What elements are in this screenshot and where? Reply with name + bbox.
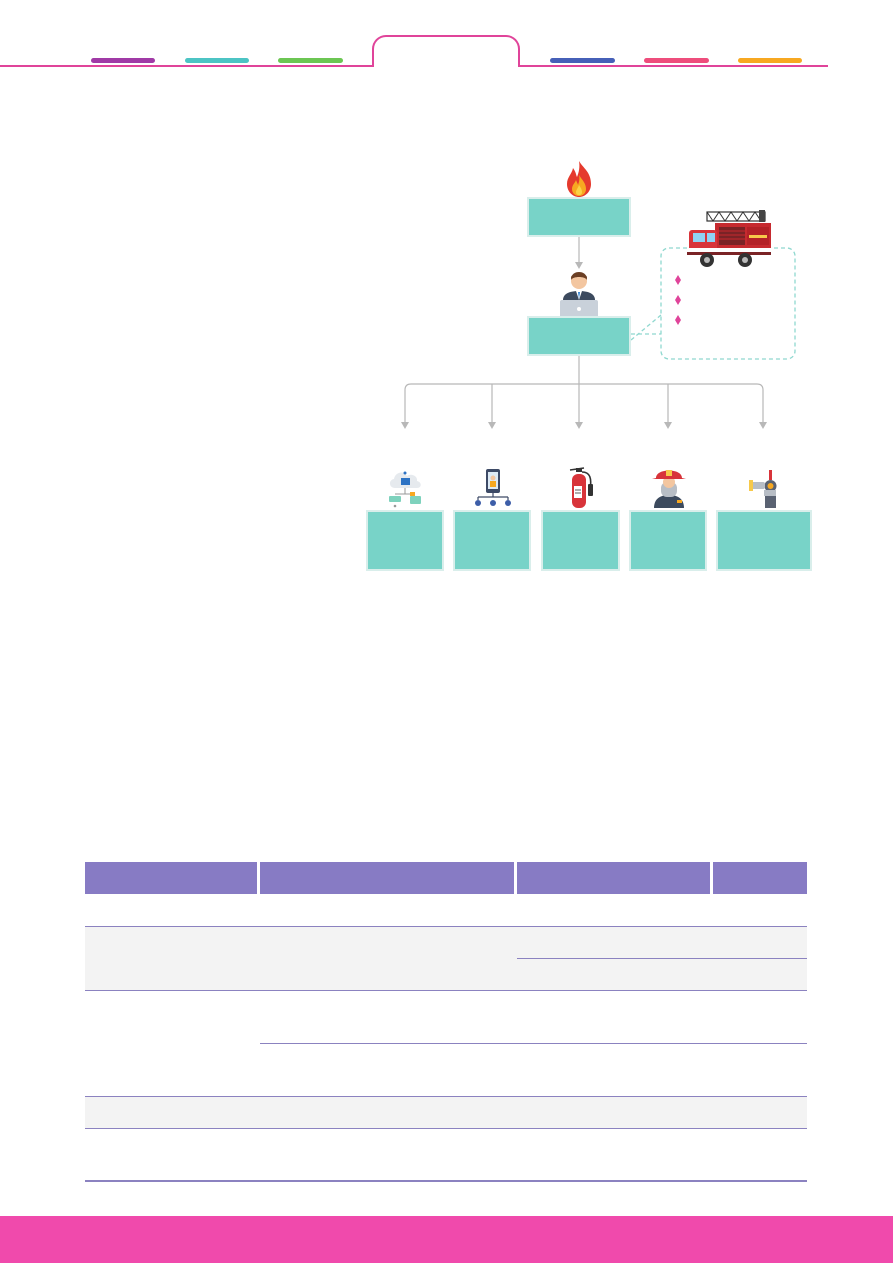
firefighter-icon bbox=[652, 470, 686, 508]
tab-pill-6[interactable] bbox=[738, 58, 802, 63]
diagram-connectors bbox=[401, 236, 796, 429]
row-divider bbox=[85, 1128, 807, 1129]
header-rule-left bbox=[0, 65, 374, 67]
table-header-cell bbox=[260, 862, 514, 894]
box-mobile bbox=[453, 510, 531, 571]
table-header-cell bbox=[517, 862, 710, 894]
table-header-cell bbox=[85, 862, 257, 894]
tab-pill-1[interactable] bbox=[91, 58, 155, 63]
table-header bbox=[85, 862, 807, 894]
table-row bbox=[85, 1096, 807, 1128]
row-divider bbox=[85, 1096, 807, 1097]
fire-extinguisher-icon bbox=[569, 467, 593, 508]
fire-hydrant-icon bbox=[749, 470, 777, 508]
tab-pill-3[interactable] bbox=[278, 58, 343, 63]
table-header-cell bbox=[713, 862, 807, 894]
box-firefighter bbox=[629, 510, 707, 571]
header-rule-right bbox=[520, 65, 828, 67]
fire-icon bbox=[567, 161, 591, 197]
tab-pill-2[interactable] bbox=[185, 58, 249, 63]
row-divider bbox=[85, 926, 807, 927]
operator-icon bbox=[557, 272, 601, 320]
box-hydrant bbox=[716, 510, 812, 571]
mobile-network-icon bbox=[475, 469, 511, 506]
footer-band bbox=[0, 1216, 893, 1263]
alarm-box bbox=[527, 197, 631, 237]
table-bottom-rule bbox=[85, 1180, 807, 1182]
row-divider bbox=[260, 1043, 807, 1044]
box-network bbox=[366, 510, 444, 571]
cloud-network-icon bbox=[389, 471, 421, 508]
row-divider bbox=[517, 958, 807, 959]
tab-pill-4[interactable] bbox=[550, 58, 615, 63]
dispatcher-box bbox=[527, 316, 631, 356]
row-divider bbox=[85, 990, 807, 991]
fire-truck-icon bbox=[687, 210, 771, 267]
active-tab-cover bbox=[374, 63, 518, 69]
callout-bullets bbox=[675, 275, 681, 325]
tab-pill-5[interactable] bbox=[644, 58, 709, 63]
active-tab[interactable] bbox=[372, 35, 520, 67]
box-extinguisher bbox=[541, 510, 620, 571]
